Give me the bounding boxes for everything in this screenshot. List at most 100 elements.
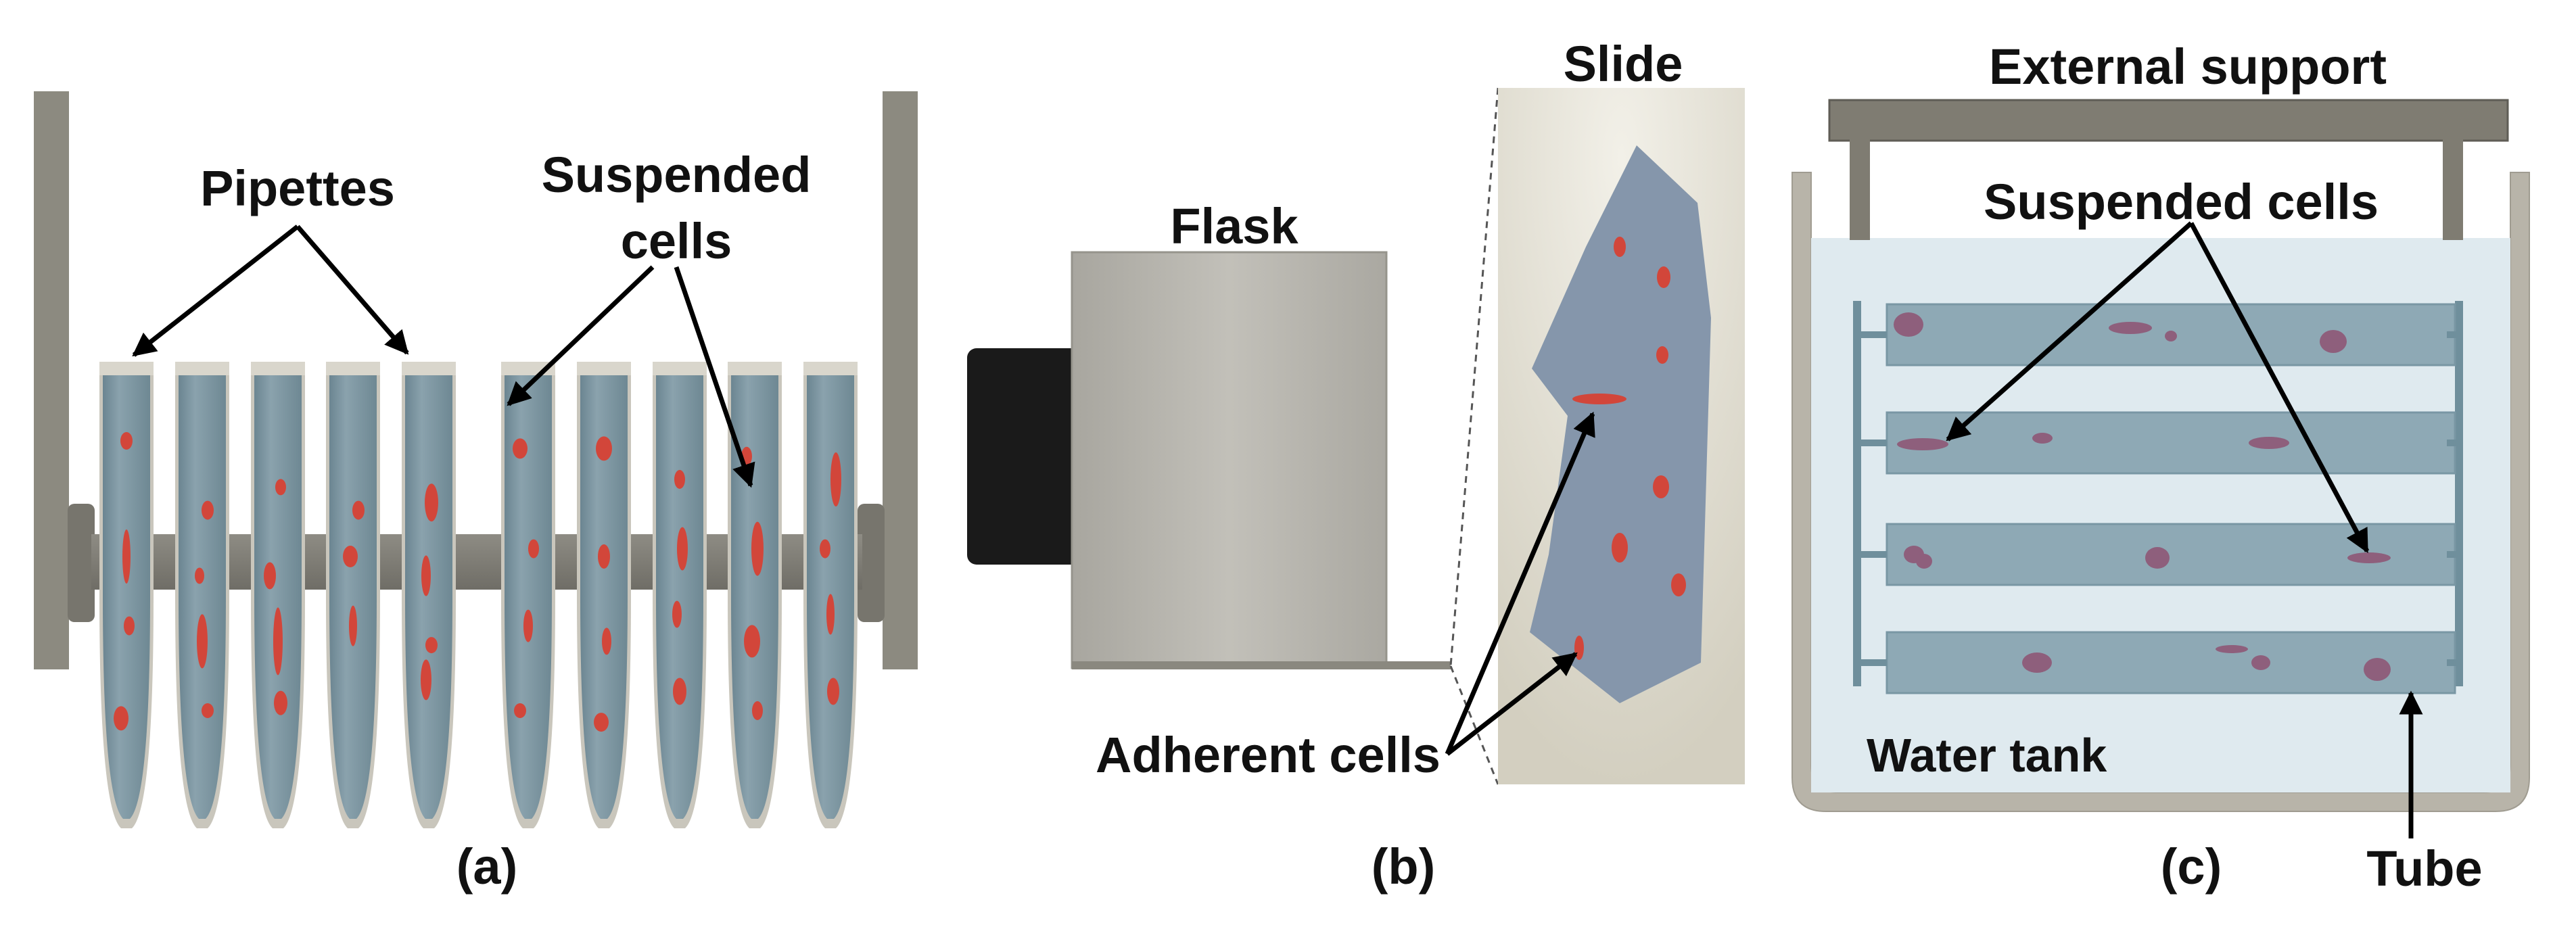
adherent-cell — [1656, 346, 1668, 364]
pipette — [99, 362, 154, 828]
support-leg-right — [2443, 139, 2463, 240]
pipette — [501, 362, 555, 828]
pipette-liquid — [405, 374, 452, 819]
suspended-cell — [273, 607, 283, 675]
suspended-cell — [598, 544, 610, 569]
suspended-cell — [826, 594, 835, 635]
arrow-suspended-c-right — [2188, 222, 2370, 554]
pipette-liquid — [254, 374, 302, 819]
label-adherent-cells: Adherent cells — [1096, 727, 1441, 783]
suspended-cell — [352, 500, 365, 520]
pipette — [577, 362, 631, 828]
suspended-cell — [264, 562, 276, 590]
adherent-cell — [1657, 266, 1670, 288]
tube-body — [1886, 631, 2456, 694]
suspended-cell — [1916, 554, 1932, 569]
suspended-cell — [195, 567, 204, 584]
suspended-cell — [672, 600, 682, 628]
suspended-cell — [2145, 547, 2170, 569]
label-suspended-c: Suspended cells — [1984, 174, 2379, 230]
tube-clip-right — [2447, 331, 2463, 338]
pipette-cap — [251, 362, 305, 375]
label-flask: Flask — [1170, 198, 1298, 254]
label-pipettes: Pipettes — [200, 160, 395, 216]
panel-c-tank — [1792, 99, 2530, 812]
pipette-cap — [99, 362, 154, 375]
rail-left — [1853, 301, 1861, 686]
suspended-cell — [114, 706, 128, 731]
suspended-cell — [425, 637, 438, 654]
caption-b: (b) — [1371, 838, 1436, 895]
pipette-liquid — [580, 374, 628, 819]
annotation-arrows — [132, 221, 2423, 838]
tube-clip-left — [1861, 659, 1887, 666]
support-leg-left — [1850, 139, 1870, 240]
arrow-suspended-c-left — [1946, 221, 2193, 442]
suspended-cell — [820, 539, 830, 559]
adherent-cell — [1671, 573, 1686, 596]
pipette — [803, 362, 858, 828]
panel-a-rotator — [34, 91, 918, 828]
flask-base — [1072, 661, 1451, 669]
caption-a: (a) — [456, 838, 518, 895]
arrow-adherent-top — [1445, 411, 1595, 755]
suspended-cell — [677, 527, 688, 571]
label-suspended-a-line2: cells — [620, 213, 732, 269]
panel-b-flask — [967, 87, 1745, 785]
suspended-cell — [673, 678, 686, 705]
suspended-cell — [202, 500, 214, 520]
suspended-cell — [120, 432, 133, 450]
suspended-cell — [275, 479, 286, 496]
arrow-pipettes-right — [296, 224, 409, 355]
adherent-cell-group — [1572, 237, 1686, 660]
suspended-cell — [2032, 433, 2053, 444]
tube-clip-left — [1861, 331, 1887, 338]
suspended-cell — [1894, 312, 1923, 337]
suspended-cell — [421, 555, 431, 596]
pipette — [175, 362, 229, 828]
suspended-cell — [602, 627, 611, 655]
pipette-liquid — [656, 374, 703, 819]
suspended-cell — [752, 701, 763, 720]
suspended-cell — [124, 616, 135, 636]
pipette-liquid — [731, 374, 778, 819]
flask-cap — [967, 348, 1082, 565]
tube-clip-right — [2447, 440, 2463, 446]
suspended-cell — [343, 546, 358, 567]
label-suspended-a-line1: Suspended — [541, 147, 812, 203]
suspended-cell — [349, 605, 357, 646]
pipette-cap — [653, 362, 707, 375]
suspended-cell — [2216, 645, 2248, 653]
suspended-cell — [2320, 330, 2347, 353]
pipette — [326, 362, 380, 828]
tube-clip-left — [1861, 551, 1887, 558]
adherent-cell — [1653, 475, 1669, 498]
pipette — [402, 362, 456, 828]
adherent-cell — [1572, 394, 1626, 404]
suspended-cell — [596, 436, 612, 461]
pipette — [728, 362, 782, 828]
rotator-hub-right — [858, 504, 885, 622]
tube-body — [1886, 411, 2456, 475]
pipette-cap — [577, 362, 631, 375]
pipette-liquid — [329, 374, 377, 819]
suspended-cell — [2249, 437, 2289, 449]
suspended-cell — [830, 452, 841, 506]
zoom-line-bottom — [1449, 665, 1499, 785]
suspended-cell — [514, 703, 526, 718]
pipette-cap — [402, 362, 456, 375]
tube-group — [1861, 303, 2463, 694]
pipette-cap — [803, 362, 858, 375]
arrow-suspended-a-right — [674, 266, 755, 488]
pipette — [653, 362, 707, 828]
rotator-hub-left — [68, 504, 95, 622]
pipette-group — [99, 362, 858, 828]
adherent-cell — [1612, 533, 1628, 563]
tube — [1861, 411, 2463, 475]
pipette-liquid — [505, 374, 552, 819]
tube-clip-left — [1861, 440, 1887, 446]
caption-c: (c) — [2160, 838, 2222, 895]
suspended-cell — [2347, 552, 2391, 563]
rotator-frame-right — [883, 91, 918, 669]
